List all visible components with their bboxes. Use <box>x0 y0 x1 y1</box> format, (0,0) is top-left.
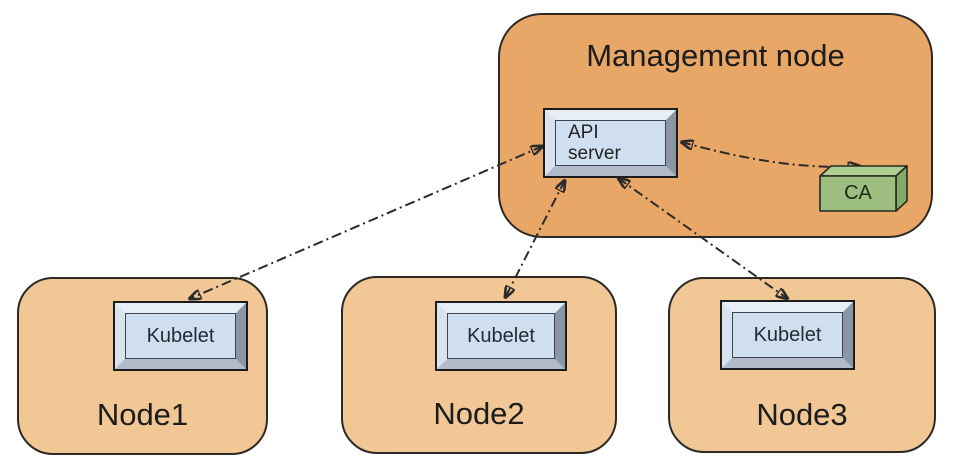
connection-apiserver-kubelet2 <box>505 180 565 298</box>
ca-label: CA <box>844 182 872 204</box>
kubelet1-bevel: Kubelet <box>115 303 246 369</box>
api-server-box: API server <box>543 108 678 178</box>
kubelet1-face: Kubelet <box>125 313 236 359</box>
connection-apiserver-ca <box>681 142 860 167</box>
kubelet2-label: Kubelet <box>467 324 535 347</box>
connection-apiserver-kubelet3 <box>618 178 788 299</box>
kubelet-box-node2: Kubelet <box>435 301 567 371</box>
api-server-label-line1: API <box>568 122 599 143</box>
kubelet-box-node1: Kubelet <box>113 301 248 371</box>
kubelet3-face: Kubelet <box>732 312 843 358</box>
api-server-face: API server <box>555 120 666 166</box>
connection-apiserver-kubelet1 <box>189 146 543 299</box>
kubelet-box-node3: Kubelet <box>720 300 855 370</box>
kubelet3-bevel: Kubelet <box>722 302 853 368</box>
kubelet1-label: Kubelet <box>146 324 215 347</box>
kubelet3-label: Kubelet <box>753 323 822 346</box>
management-node-label: Management node <box>586 38 845 73</box>
node2-label: Node2 <box>433 396 525 431</box>
api-server-bevel: API server <box>545 110 676 176</box>
api-server-label-line2: server <box>568 143 621 164</box>
node3-label: Node3 <box>756 397 848 432</box>
kubelet2-face: Kubelet <box>447 313 555 359</box>
kubelet2-bevel: Kubelet <box>437 303 565 369</box>
node1-label: Node1 <box>96 397 189 432</box>
